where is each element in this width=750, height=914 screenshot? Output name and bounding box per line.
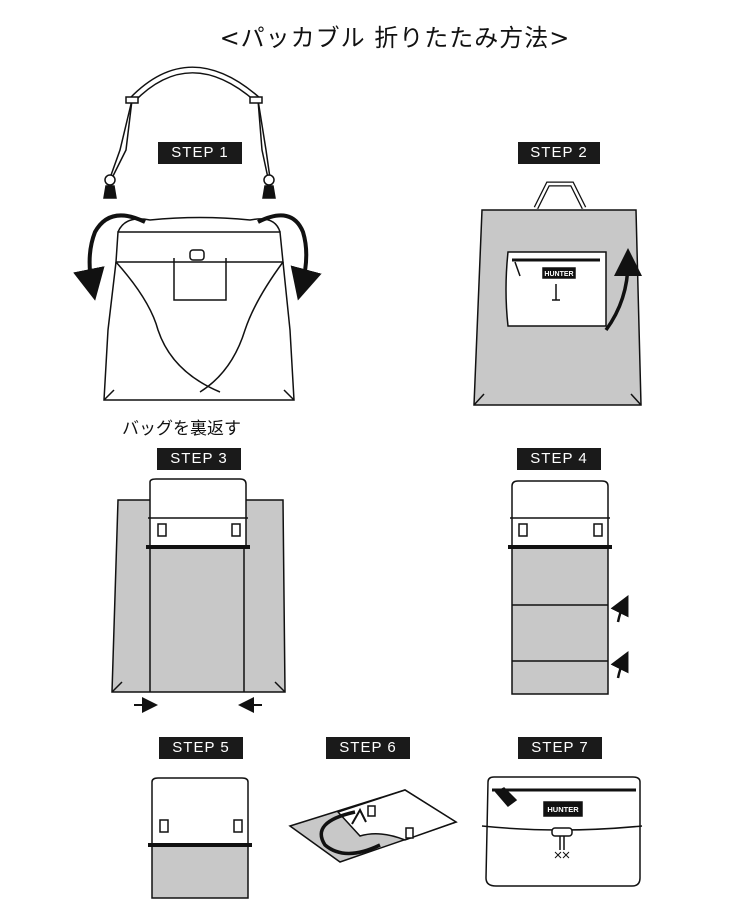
step-7-bag-illustration: HUNTER xyxy=(481,776,643,887)
step-5-bag-illustration xyxy=(148,777,252,899)
step-3-bag-illustration xyxy=(111,478,286,693)
step-4-fold-arrows xyxy=(610,595,629,679)
step-1-badge: STEP 1 xyxy=(158,142,242,164)
step-3-badge: STEP 3 xyxy=(157,448,241,470)
step-1-strap-illustration xyxy=(103,66,276,199)
step-6-bag-illustration xyxy=(288,789,458,863)
step-2-bag-illustration: HUNTER xyxy=(473,181,642,406)
step-4-bag-illustration xyxy=(508,480,612,695)
step-1-caption: バッグを裏返す xyxy=(122,419,241,439)
step-2-hunter-logo: HUNTER xyxy=(544,271,573,278)
step-1-bag-illustration xyxy=(103,216,295,401)
step-2-fold-arrow xyxy=(604,248,642,332)
page-title: <パッカブル 折りたたみ方法> xyxy=(219,24,571,52)
step-6-badge: STEP 6 xyxy=(326,737,410,759)
step-5-badge: STEP 5 xyxy=(159,737,243,759)
step-7-hunter-logo: HUNTER xyxy=(547,805,579,814)
step-4-badge: STEP 4 xyxy=(517,448,601,470)
step-2-badge: STEP 2 xyxy=(518,142,600,164)
step-1-fold-arrows xyxy=(73,213,322,301)
step-7-badge: STEP 7 xyxy=(518,737,602,759)
